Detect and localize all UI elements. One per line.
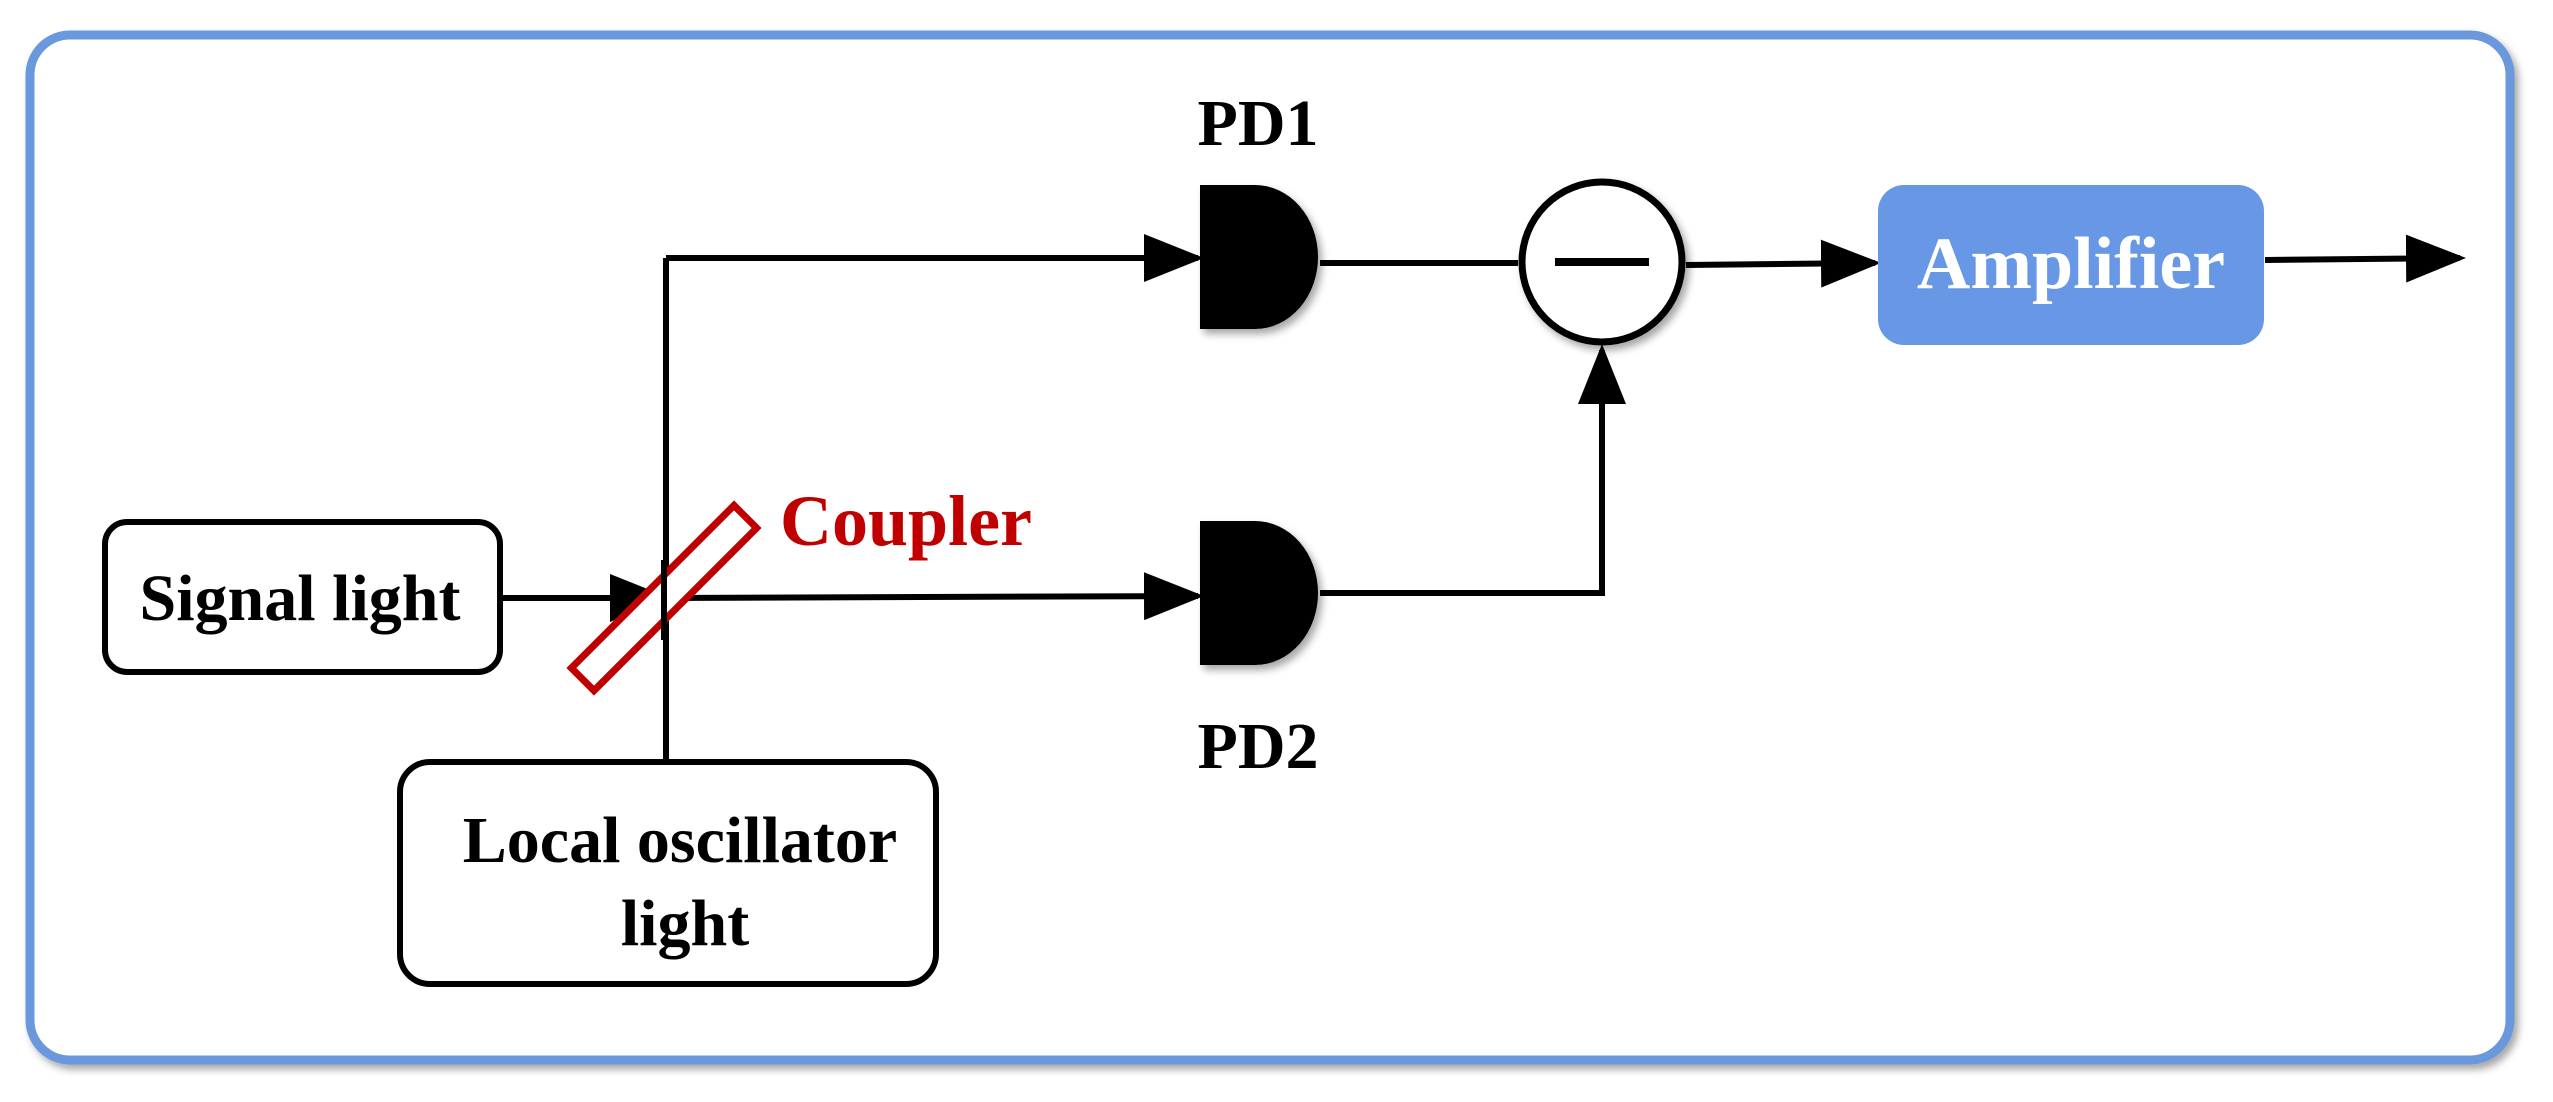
amplifier-box bbox=[1878, 185, 2264, 345]
local-oscillator-label-line1: Local oscillator bbox=[463, 804, 897, 877]
subtractor-to-amplifier bbox=[1685, 239, 1881, 288]
pd2-label: PD2 bbox=[1198, 710, 1319, 783]
pd2-to-subtractor bbox=[1320, 344, 1626, 596]
signal-light-label: Signal light bbox=[140, 562, 461, 635]
local-oscillator-label-line2: light bbox=[621, 887, 749, 960]
coupler-label: Coupler bbox=[780, 481, 1032, 561]
pd1-label: PD1 bbox=[1198, 87, 1319, 160]
amplifier-output bbox=[2264, 234, 2466, 283]
amplifier: Amplifier bbox=[1878, 185, 2264, 345]
signal-light-box: Signal light bbox=[102, 519, 503, 675]
pd1-detector: PD1 bbox=[1198, 87, 1319, 329]
beam-paths bbox=[500, 234, 2466, 762]
local-oscillator-box: Local oscillator light bbox=[397, 759, 939, 987]
photodetector-icon bbox=[1200, 185, 1318, 329]
pd2-detector: PD2 bbox=[1198, 521, 1319, 783]
coupler: Coupler bbox=[566, 481, 1032, 696]
photodetector-icon bbox=[1200, 521, 1318, 665]
branch-to-pd2 bbox=[665, 572, 1204, 621]
subtractor bbox=[1518, 178, 1686, 346]
amplifier-label: Amplifier bbox=[1917, 223, 2225, 305]
